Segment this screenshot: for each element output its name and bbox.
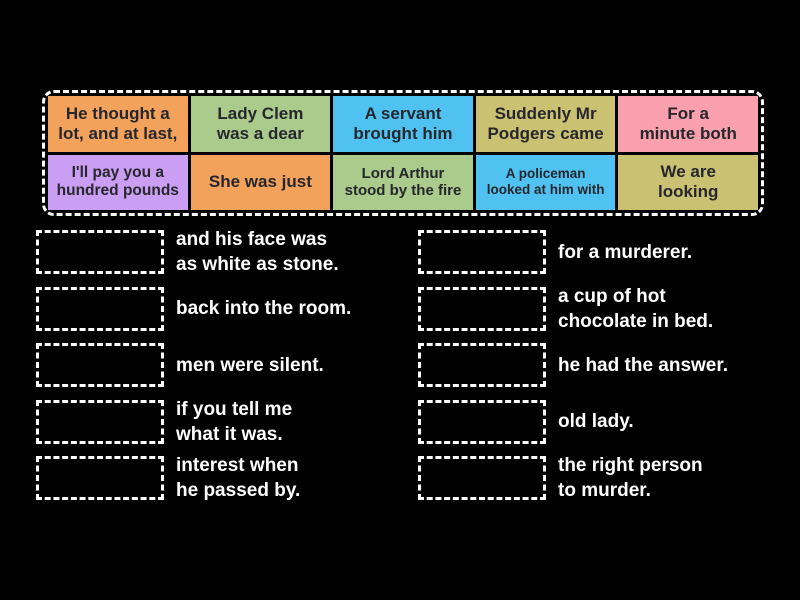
word-tile-label: looking <box>657 182 719 202</box>
word-tile[interactable]: We are looking <box>618 154 758 210</box>
word-tile-label: was a dear <box>216 123 304 143</box>
word-tile-label: looked at him with <box>486 182 605 198</box>
match-drop-slot[interactable] <box>36 230 164 274</box>
match-text: interest when he passed by. <box>176 453 300 503</box>
word-tile-label: Suddenly Mr <box>494 103 597 123</box>
match-row: old lady. <box>418 399 728 444</box>
match-text-line: interest when <box>176 455 299 476</box>
word-tile-label: I'll pay you a <box>71 163 164 181</box>
match-row: if you tell me what it was. <box>36 397 351 447</box>
match-text-line: for a murderer. <box>558 241 693 263</box>
match-text: for a murderer. <box>558 240 692 265</box>
word-tile-label: hundred pounds <box>56 182 179 200</box>
match-text-line: back into the room. <box>176 298 352 319</box>
word-tile[interactable]: He thought a lot, and at last, <box>48 96 188 152</box>
match-text: if you tell me what it was. <box>176 397 292 447</box>
word-tile-label: Lady Clem <box>217 103 304 123</box>
match-drop-slot[interactable] <box>36 286 164 331</box>
match-text-line: he passed by. <box>176 480 301 501</box>
match-text-line: a cup of hot <box>558 285 666 307</box>
word-tile-label: Podgers came <box>487 123 604 143</box>
match-row: back into the room. <box>36 286 351 331</box>
match-column-left: and his face was as white as stone. back… <box>36 227 351 513</box>
word-tile-label: We are <box>660 162 716 182</box>
word-tile[interactable]: A policeman looked at him with <box>475 154 616 210</box>
match-drop-slot[interactable] <box>36 399 164 444</box>
word-tile[interactable]: Lady Clem was a dear <box>190 96 331 152</box>
word-tile-label: For a <box>667 103 709 123</box>
match-text: and his face was as white as stone. <box>176 227 339 277</box>
match-text: a cup of hot chocolate in bed. <box>558 284 713 334</box>
match-text-line: old lady. <box>558 411 634 432</box>
word-tile-label: stood by the fire <box>344 182 462 200</box>
word-tile-label: minute both <box>639 123 737 143</box>
match-drop-slot[interactable] <box>36 456 164 500</box>
match-drop-slot[interactable] <box>418 230 546 274</box>
match-row: interest when he passed by. <box>36 453 351 503</box>
match-text-line: he had the answer. <box>558 354 728 376</box>
match-text-line: to murder. <box>558 480 651 501</box>
match-text: the right person to murder. <box>558 453 703 503</box>
match-text-line: and his face was <box>176 229 328 250</box>
match-drop-slot[interactable] <box>418 286 546 331</box>
match-text: men were silent. <box>176 353 324 378</box>
word-tile-label: lot, and at last, <box>58 123 178 143</box>
match-drop-slot[interactable] <box>36 343 164 387</box>
match-row: and his face was as white as stone. <box>36 227 351 277</box>
match-text: he had the answer. <box>558 353 728 378</box>
word-tile-label: brought him <box>353 123 453 143</box>
match-text-line: the right person <box>558 455 703 476</box>
word-tile[interactable]: For a minute both <box>618 96 758 152</box>
word-tile[interactable]: A servant brought him <box>333 96 473 152</box>
match-row: for a murderer. <box>418 230 728 274</box>
word-bank: He thought a lot, and at last, Lady Clem… <box>42 90 764 216</box>
match-row: the right person to murder. <box>418 453 728 503</box>
match-row: a cup of hot chocolate in bed. <box>418 284 728 334</box>
match-text-line: chocolate in bed. <box>558 310 714 332</box>
match-text-line: if you tell me <box>176 398 293 420</box>
word-tile[interactable]: Suddenly Mr Podgers came <box>475 96 616 152</box>
match-text: back into the room. <box>176 296 351 321</box>
word-tile-label: He thought a <box>65 103 170 123</box>
word-tile-label: Lord Arthur <box>361 164 445 182</box>
match-drop-slot[interactable] <box>418 456 546 500</box>
word-tile[interactable]: She was just <box>190 154 331 210</box>
match-text: old lady. <box>558 409 634 434</box>
word-tile[interactable]: Lord Arthur stood by the fire <box>333 154 473 210</box>
word-tile[interactable]: I'll pay you a hundred pounds <box>48 154 188 210</box>
match-drop-slot[interactable] <box>418 399 546 444</box>
match-row: he had the answer. <box>418 343 728 387</box>
match-row: men were silent. <box>36 343 351 387</box>
word-tile-label: A servant <box>364 103 442 123</box>
match-column-right: for a murderer. a cup of hot chocolate i… <box>418 230 728 513</box>
word-tile-label: She was just <box>208 172 312 192</box>
match-drop-slot[interactable] <box>418 343 546 387</box>
match-text-line: as white as stone. <box>176 254 339 275</box>
match-text-line: what it was. <box>176 423 283 445</box>
word-tile-label: A policeman <box>505 166 586 182</box>
match-text-line: men were silent. <box>176 354 324 376</box>
